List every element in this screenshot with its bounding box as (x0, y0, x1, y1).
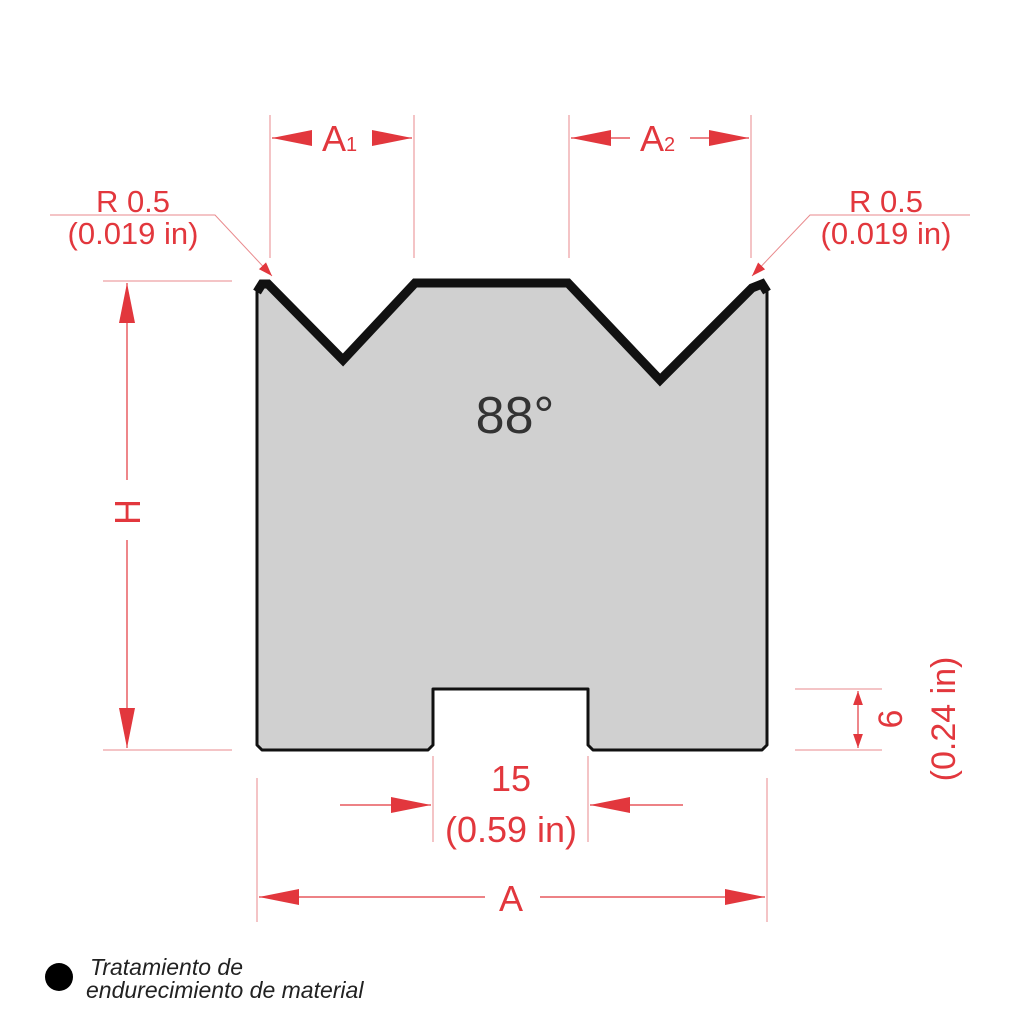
working-edge (253, 278, 771, 387)
height-label: H (107, 499, 148, 525)
note-line-2: endurecimiento de material (86, 977, 364, 1003)
dimension-a2: A2 (568, 115, 752, 258)
width-label: A (499, 878, 523, 919)
dimension-slot-width: 15 (0.59 in) (340, 756, 683, 850)
dimension-height: H (103, 280, 232, 751)
material-note: Tratamiento de endurecimiento de materia… (45, 954, 364, 1003)
a1-subscript: 1 (346, 134, 357, 156)
angle-label: 88° (476, 387, 555, 445)
slot-depth-imperial: (0.24 in) (925, 657, 963, 782)
bullet-dot-icon (45, 963, 73, 991)
radius-left-callout: R 0.5 (0.019 in) (50, 184, 273, 277)
radius-right-value: R 0.5 (849, 184, 923, 219)
dimension-width: A (256, 778, 768, 922)
a1-label: A (322, 118, 346, 159)
radius-right-imperial: (0.019 in) (821, 216, 952, 251)
slot-width-imperial: (0.59 in) (445, 809, 577, 850)
slot-depth-value: 6 (872, 710, 910, 729)
radius-left-value: R 0.5 (96, 184, 170, 219)
a2-label: A (640, 118, 664, 159)
dimension-slot-depth: 6 (0.24 in) (795, 657, 963, 782)
note-line-1: Tratamiento de (90, 954, 243, 980)
radius-left-imperial: (0.019 in) (68, 216, 199, 251)
slot-width-value: 15 (491, 758, 531, 799)
a2-subscript: 2 (664, 134, 675, 156)
svg-text:A1: A1 (322, 118, 357, 159)
dimension-a1: A1 (269, 115, 415, 258)
svg-text:A2: A2 (640, 118, 675, 159)
radius-right-callout: R 0.5 (0.019 in) (751, 184, 970, 277)
